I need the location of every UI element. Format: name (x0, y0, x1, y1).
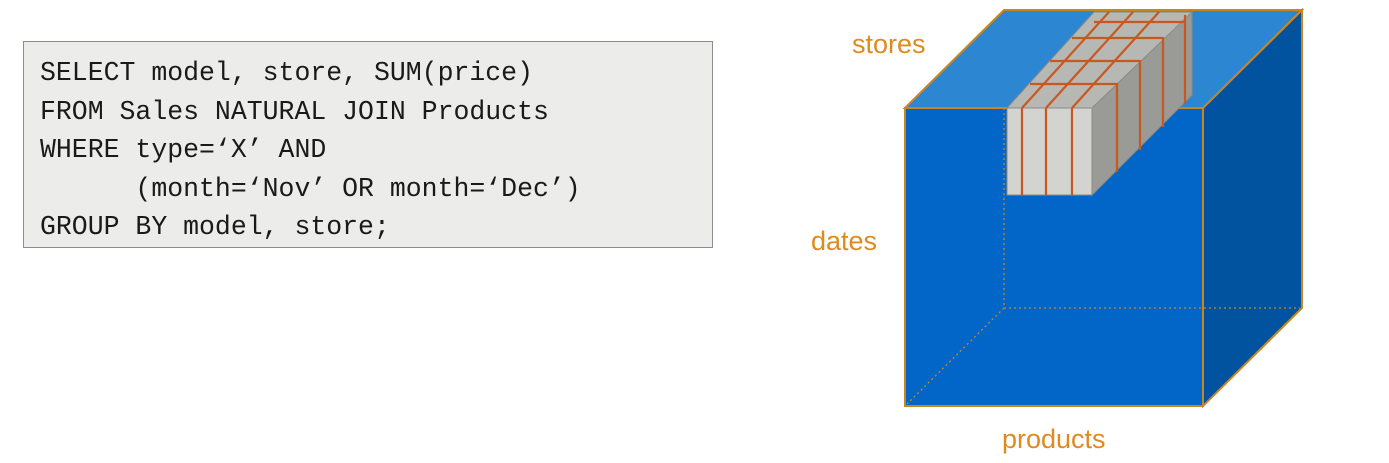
axis-label-dates: dates (811, 226, 877, 256)
sql-line-select: SELECT model, store, SUM(price) (40, 58, 533, 88)
slice-front-face (1006, 107, 1093, 196)
axis-label-stores: stores (852, 29, 926, 59)
sql-query-box: SELECT model, store, SUM(price) FROM Sal… (23, 41, 713, 248)
slice-grid-lines (1020, 11, 1187, 195)
axis-label-products: products (1002, 424, 1106, 454)
sql-line-month-condition: (month=‘Nov’ OR month=‘Dec’) (40, 173, 581, 204)
sql-line-group-by: GROUP BY model, store; (40, 212, 390, 242)
cube-inner-dotted-edges (906, 108, 1300, 405)
sql-line-where: WHERE type=‘X’ AND (40, 135, 327, 165)
selected-slice (1005, 10, 1194, 197)
sql-line-from: FROM Sales NATURAL JOIN Products (40, 96, 549, 127)
